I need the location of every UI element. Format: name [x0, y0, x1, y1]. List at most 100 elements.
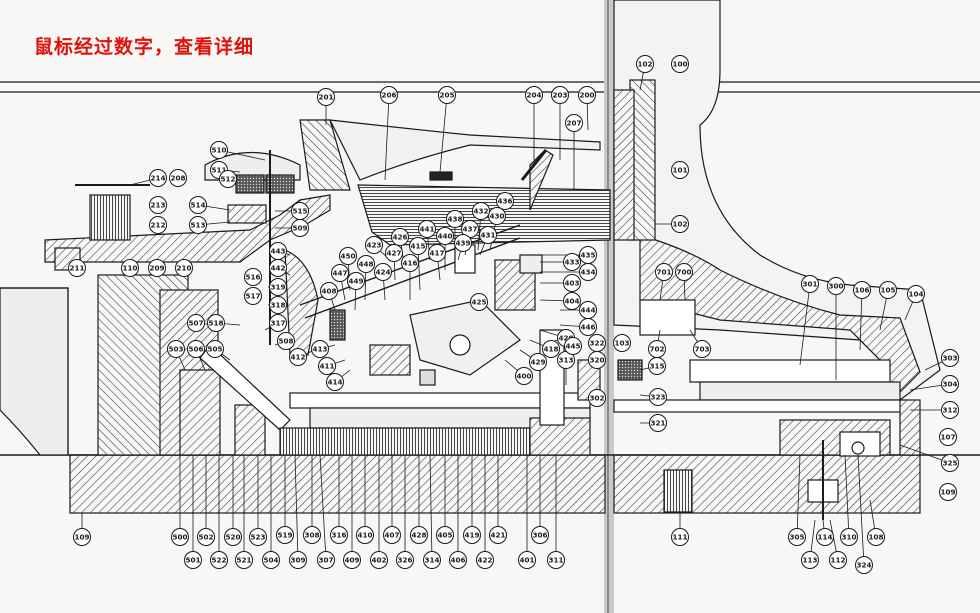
callout-441[interactable]: 441: [418, 220, 436, 238]
callout-204[interactable]: 204: [525, 86, 543, 104]
callout-435[interactable]: 435: [579, 246, 597, 264]
callout-210[interactable]: 210: [175, 259, 193, 277]
callout-300[interactable]: 300: [827, 277, 845, 295]
callout-440[interactable]: 440: [436, 227, 454, 245]
callout-432[interactable]: 432: [472, 202, 490, 220]
callout-323[interactable]: 323: [649, 388, 667, 406]
callout-507[interactable]: 507: [187, 314, 205, 332]
callout-306[interactable]: 306: [531, 526, 549, 544]
callout-112[interactable]: 112: [829, 551, 847, 569]
callout-410[interactable]: 410: [356, 526, 374, 544]
callout-437[interactable]: 437: [461, 220, 479, 238]
callout-401[interactable]: 401: [518, 551, 536, 569]
callout-317[interactable]: 317: [269, 314, 287, 332]
callout-201[interactable]: 201: [317, 88, 335, 106]
callout-501[interactable]: 501: [184, 551, 202, 569]
callout-320[interactable]: 320: [588, 351, 606, 369]
callout-211[interactable]: 211: [68, 259, 86, 277]
callout-302[interactable]: 302: [588, 389, 606, 407]
callout-104[interactable]: 104: [907, 285, 925, 303]
callout-310[interactable]: 310: [840, 528, 858, 546]
callout-442[interactable]: 442: [269, 259, 287, 277]
callout-436[interactable]: 436: [496, 192, 514, 210]
callout-425[interactable]: 425: [470, 293, 488, 311]
callout-206[interactable]: 206: [380, 86, 398, 104]
callout-101[interactable]: 101: [671, 161, 689, 179]
callout-522[interactable]: 522: [210, 551, 228, 569]
callout-702[interactable]: 702: [648, 340, 666, 358]
callout-304[interactable]: 304: [941, 375, 959, 393]
callout-113[interactable]: 113: [801, 551, 819, 569]
callout-213[interactable]: 213: [149, 196, 167, 214]
callout-203[interactable]: 203: [551, 86, 569, 104]
callout-307[interactable]: 307: [317, 551, 335, 569]
callout-316[interactable]: 316: [330, 526, 348, 544]
callout-512[interactable]: 512: [219, 170, 237, 188]
callout-314[interactable]: 314: [423, 551, 441, 569]
callout-308[interactable]: 308: [303, 526, 321, 544]
callout-503[interactable]: 503: [167, 340, 185, 358]
callout-515[interactable]: 515: [291, 202, 309, 220]
callout-106[interactable]: 106: [853, 281, 871, 299]
callout-422[interactable]: 422: [476, 551, 494, 569]
callout-523[interactable]: 523: [249, 528, 267, 546]
callout-406[interactable]: 406: [449, 551, 467, 569]
callout-445[interactable]: 445: [564, 337, 582, 355]
callout-517[interactable]: 517: [244, 287, 262, 305]
callout-318[interactable]: 318: [269, 296, 287, 314]
callout-447[interactable]: 447: [331, 264, 349, 282]
callout-448[interactable]: 448: [357, 255, 375, 273]
callout-521[interactable]: 521: [235, 551, 253, 569]
callout-311[interactable]: 311: [547, 551, 565, 569]
callout-505[interactable]: 505: [206, 340, 224, 358]
callout-414[interactable]: 414: [326, 373, 344, 391]
callout-449[interactable]: 449: [347, 272, 365, 290]
callout-315[interactable]: 315: [648, 357, 666, 375]
callout-428[interactable]: 428: [410, 526, 428, 544]
callout-518[interactable]: 518: [207, 314, 225, 332]
callout-424[interactable]: 424: [374, 263, 392, 281]
callout-417[interactable]: 417: [428, 244, 446, 262]
callout-700[interactable]: 700: [675, 263, 693, 281]
callout-325[interactable]: 325: [941, 454, 959, 472]
callout-431[interactable]: 431: [479, 226, 497, 244]
callout-102[interactable]: 102: [671, 215, 689, 233]
callout-400[interactable]: 400: [515, 367, 533, 385]
callout-214[interactable]: 214: [149, 169, 167, 187]
callout-508[interactable]: 508: [277, 332, 295, 350]
callout-305[interactable]: 305: [788, 528, 806, 546]
callout-416[interactable]: 416: [401, 254, 419, 272]
callout-430[interactable]: 430: [488, 207, 506, 225]
callout-703[interactable]: 703: [693, 340, 711, 358]
callout-405[interactable]: 405: [436, 526, 454, 544]
callout-520[interactable]: 520: [224, 528, 242, 546]
callout-408[interactable]: 408: [320, 282, 338, 300]
callout-418[interactable]: 418: [542, 340, 560, 358]
callout-319[interactable]: 319: [269, 278, 287, 296]
callout-423[interactable]: 423: [365, 236, 383, 254]
callout-419[interactable]: 419: [463, 526, 481, 544]
callout-415[interactable]: 415: [409, 237, 427, 255]
callout-433[interactable]: 433: [563, 253, 581, 271]
callout-502[interactable]: 502: [197, 528, 215, 546]
callout-427[interactable]: 427: [385, 244, 403, 262]
callout-301[interactable]: 301: [801, 275, 819, 293]
callout-100[interactable]: 100: [671, 55, 689, 73]
callout-110[interactable]: 110: [121, 259, 139, 277]
callout-114[interactable]: 114: [816, 528, 834, 546]
callout-500[interactable]: 500: [171, 528, 189, 546]
callout-412[interactable]: 412: [289, 348, 307, 366]
callout-209[interactable]: 209: [148, 259, 166, 277]
callout-107[interactable]: 107: [939, 428, 957, 446]
callout-407[interactable]: 407: [383, 526, 401, 544]
callout-111[interactable]: 111: [671, 528, 689, 546]
callout-426[interactable]: 426: [391, 228, 409, 246]
callout-109[interactable]: 109: [73, 528, 91, 546]
callout-212[interactable]: 212: [149, 216, 167, 234]
callout-504[interactable]: 504: [262, 551, 280, 569]
callout-102[interactable]: 102: [636, 55, 654, 73]
callout-506[interactable]: 506: [187, 340, 205, 358]
callout-324[interactable]: 324: [855, 556, 873, 574]
callout-516[interactable]: 516: [244, 268, 262, 286]
callout-438[interactable]: 438: [446, 210, 464, 228]
